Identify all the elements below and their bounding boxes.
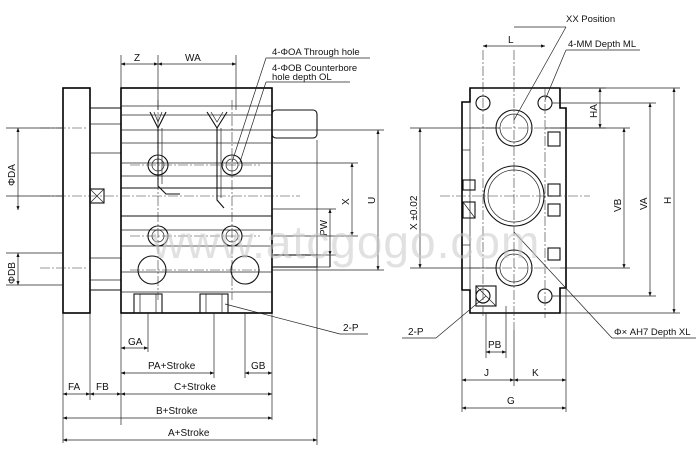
callout-counterbore-line2: hole depth OL — [272, 72, 332, 83]
dim-vb-label: VB — [613, 198, 624, 212]
dim-phi-da-label: ΦDA — [7, 164, 18, 186]
dim-x-tol-label: X ±0.02 — [409, 195, 420, 230]
dim-k-label: K — [532, 368, 539, 379]
dim-gb-label: GB — [251, 361, 266, 372]
cylinder-body — [120, 87, 273, 314]
callout-through-hole: 4-ΦOA Through hole — [272, 47, 360, 58]
dim-u-label: U — [367, 197, 378, 204]
dim-pb-label: PB — [488, 340, 502, 351]
callout-xx-position: XX Position — [566, 14, 615, 25]
side-view: L XX Position 4-MM Depth ML X ±0.02 HA V… — [402, 14, 696, 412]
dim-va-label: VA — [639, 197, 650, 210]
front-view: Z WA 4-ΦOA Through hole 4-ΦOB Counterbor… — [6, 47, 384, 445]
dim-pw-label: PW — [319, 219, 330, 236]
dim-z-label: Z — [134, 53, 140, 64]
callout-ah7-depth: Φ× AH7 Depth XL — [614, 327, 691, 338]
dim-l-label: L — [508, 35, 514, 46]
dim-c-stroke-label: C+Stroke — [174, 382, 216, 393]
dim-pa-stroke-label: PA+Stroke — [148, 361, 196, 372]
piston-rod — [271, 109, 318, 139]
dim-j-label: J — [484, 368, 489, 379]
dim-ha-label: HA — [589, 104, 600, 118]
dim-fb-label: FB — [96, 382, 109, 393]
dim-phi-db-label: ΦDB — [7, 262, 18, 284]
watermark-text: www.atcgogo.com — [151, 216, 540, 268]
dim-g-label: G — [507, 396, 515, 407]
callout-port-side: 2-P — [408, 327, 424, 338]
dim-wa-label: WA — [185, 53, 201, 64]
callout-mm-depth: 4-MM Depth ML — [568, 39, 636, 50]
flange-plate — [62, 87, 91, 314]
dim-ga-label: GA — [128, 337, 143, 348]
callout-counterbore-line1: 4-ΦOB Counterbore — [272, 63, 357, 74]
dim-a-stroke-label: A+Stroke — [168, 428, 210, 439]
dim-h-label: H — [663, 197, 674, 204]
dim-b-stroke-label: B+Stroke — [156, 406, 198, 417]
dim-fa-label: FA — [68, 382, 81, 393]
callout-port-front: 2-P — [343, 323, 359, 334]
dim-x-label: X — [341, 198, 352, 205]
